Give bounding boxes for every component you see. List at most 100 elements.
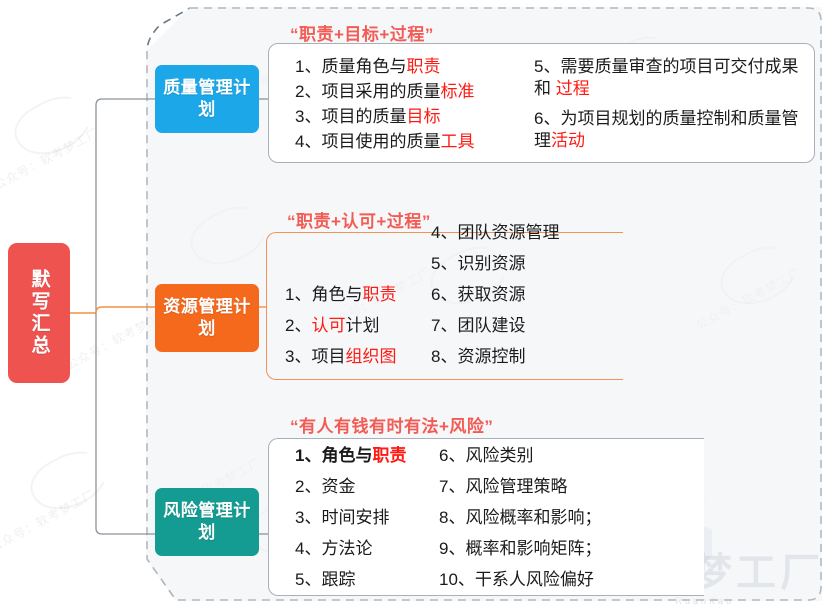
list-item-number: 2、: [295, 476, 322, 496]
list-item-text: 团队资源管理: [457, 223, 560, 242]
list-item: 9、概率和影响矩阵；: [439, 540, 704, 557]
resource-column-2: 4、团队资源管理 5、识别资源 6、获取资源 7、团队建设 8、资源控制: [423, 224, 623, 379]
list-item-number: 9、: [439, 538, 466, 558]
list-item-text: 计划: [345, 316, 380, 335]
list-item-text: 跟踪: [321, 569, 356, 589]
list-item-number: 6、: [439, 445, 466, 465]
list-item-number: 6、: [431, 285, 458, 304]
list-item: 4、项目使用的质量工具: [295, 133, 534, 150]
list-item-number: 10、: [439, 569, 475, 589]
risk-column-1: 1、角色与职责 2、资金 3、时间安排 4、方法论 5、跟踪: [269, 439, 439, 595]
list-item: 3、项目的质量目标: [295, 108, 534, 125]
list-item-text: 质量角色与: [321, 57, 407, 76]
resource-column-1: 1、角色与职责 2、认可计划 3、项目组织图: [267, 233, 423, 379]
list-item: 8、风险概率和影响；: [439, 509, 704, 526]
list-item-number: 8、: [431, 347, 458, 366]
list-item-number: 4、: [431, 223, 458, 242]
list-item-number: 2、: [285, 316, 312, 335]
list-item-text: 团队建设: [457, 316, 526, 335]
list-item: 8、资源控制: [431, 348, 623, 365]
list-item-highlight: 标准: [440, 82, 475, 101]
list-item-number: 7、: [439, 476, 466, 496]
content-panel-quality: 1、质量角色与职责 2、项目采用的质量标准 3、项目的质量目标 4、项目使用的质量工具…: [268, 43, 815, 163]
list-item-number: 3、: [285, 347, 312, 366]
list-item-text: 项目采用的质量: [321, 82, 441, 101]
list-item-text: 项目的质量: [321, 107, 407, 126]
list-item-highlight: 活动: [551, 131, 585, 151]
list-item: 6、获取资源: [431, 286, 623, 303]
list-item: 3、项目组织图: [285, 348, 423, 365]
list-item: 10、干系人风险偏好: [439, 571, 704, 588]
branch-node-label-resource: 资源管理计划: [163, 296, 251, 338]
list-item-highlight: 职责: [362, 285, 397, 304]
branch-node-label-quality: 质量管理计划: [163, 77, 251, 119]
list-item: 4、方法论: [295, 540, 439, 557]
list-item-text: 资源控制: [457, 347, 526, 366]
list-item-number: 5、: [295, 569, 322, 589]
root-node[interactable]: 默写汇总: [8, 243, 70, 383]
list-item-text: 风险概率和影响；: [465, 507, 602, 527]
list-item: 3、时间安排: [295, 509, 439, 526]
list-item-number: 6、: [534, 109, 561, 128]
list-item-highlight: 认可: [311, 316, 346, 335]
list-item: 1、质量角色与职责: [295, 58, 534, 75]
list-item-text: 干系人风险偏好: [474, 569, 594, 589]
branch-node-label-risk: 风险管理计划: [163, 500, 251, 542]
list-item-number: 1、: [295, 57, 322, 76]
list-item-highlight: 职责: [372, 445, 407, 465]
list-item-highlight: 职责: [406, 57, 441, 76]
list-item: 6、为项目规划的质量控制和质量管理活动: [534, 108, 806, 152]
branch-node-quality[interactable]: 质量管理计划: [155, 65, 259, 133]
list-item-text: 资金: [321, 476, 356, 496]
list-item-number: 3、: [295, 507, 322, 527]
list-item-number: 4、: [295, 538, 322, 558]
list-item-number: 5、: [431, 254, 458, 273]
section-header-quality: “职责+目标+过程”: [290, 25, 434, 44]
list-item: 2、认可计划: [285, 317, 423, 334]
section-header-resource: “职责+认可+过程”: [287, 212, 431, 231]
list-item-text: 风险管理策略: [465, 476, 568, 496]
section-header-risk: “有人有钱有时有法+风险”: [290, 417, 494, 436]
quality-column-2: 5、需要质量审查的项目可交付成果和 过程 6、为项目规划的质量控制和质量管理活动: [534, 44, 814, 162]
list-item-highlight: 组织图: [345, 347, 397, 366]
list-item-text: 时间安排: [321, 507, 390, 527]
list-item-text: 项目: [311, 347, 346, 366]
list-item: 5、需要质量审查的项目可交付成果和 过程: [534, 56, 806, 100]
list-item: 7、风险管理策略: [439, 478, 704, 495]
list-item-text: 项目使用的质量: [321, 132, 441, 151]
list-item-number: 4、: [295, 132, 322, 151]
list-item-text: 风险类别: [465, 445, 534, 465]
branch-node-risk[interactable]: 风险管理计划: [155, 488, 259, 556]
list-item-text: 角色与: [311, 285, 363, 304]
list-item-number: 1、: [285, 285, 312, 304]
content-panel-resource: 1、角色与职责 2、认可计划 3、项目组织图 4、团队资源管理 5、识别资源 6、获取资…: [266, 224, 623, 380]
risk-column-2: 6、风险类别 7、风险管理策略 8、风险概率和影响； 9、概率和影响矩阵； 10、干系人…: [439, 439, 704, 595]
list-item-highlight: 过程: [555, 78, 590, 98]
list-item-text: 获取资源: [457, 285, 526, 304]
list-item: 1、角色与职责: [285, 286, 423, 303]
list-item-number: 1、: [295, 445, 322, 465]
list-item-text: 概率和影响矩阵；: [465, 538, 602, 558]
list-item: 1、角色与职责: [295, 447, 439, 464]
quality-column-1: 1、质量角色与职责 2、项目采用的质量标准 3、项目的质量目标 4、项目使用的质量工具: [269, 44, 534, 162]
root-node-label: 默写汇总: [28, 269, 50, 357]
list-item-text: 方法论: [321, 538, 373, 558]
list-item: 7、团队建设: [431, 317, 623, 334]
list-item-text: 识别资源: [457, 254, 526, 273]
content-panel-risk: 1、角色与职责 2、资金 3、时间安排 4、方法论 5、跟踪 6、风险类别 7、风险管理策…: [268, 438, 704, 596]
list-item-highlight: 工具: [440, 132, 475, 151]
list-item-text: 角色与: [321, 445, 373, 465]
list-item-number: 8、: [439, 507, 466, 527]
list-item: 5、识别资源: [431, 255, 623, 272]
branch-node-resource[interactable]: 资源管理计划: [155, 284, 259, 352]
list-item-number: 3、: [295, 107, 322, 126]
list-item: 2、资金: [295, 478, 439, 495]
list-item-number: 5、: [534, 56, 561, 76]
list-item: 2、项目采用的质量标准: [295, 83, 534, 100]
list-item: 5、跟踪: [295, 571, 439, 588]
list-item: 4、团队资源管理: [431, 224, 623, 241]
list-item-number: 2、: [295, 82, 322, 101]
list-item-number: 7、: [431, 316, 458, 335]
